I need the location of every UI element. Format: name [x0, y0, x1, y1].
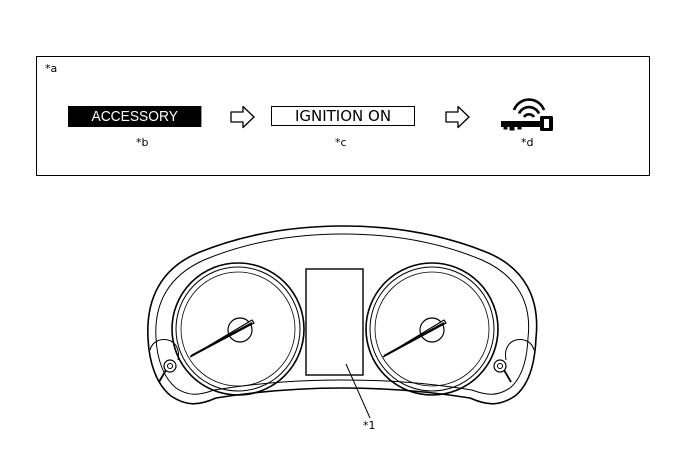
multi-information-display	[305, 268, 364, 376]
label-a: *a	[45, 62, 58, 75]
left-gauge	[171, 262, 305, 396]
label-d: *d	[521, 136, 534, 149]
sequence-frame	[36, 56, 650, 176]
arrow-right-outline-icon	[230, 105, 255, 129]
callout-label-1: *1	[363, 419, 376, 432]
left-knob	[149, 339, 179, 383]
label-b: *b	[136, 136, 149, 149]
right-knob	[493, 339, 535, 383]
instrument-cluster	[147, 225, 538, 419]
label-c: *c	[335, 136, 347, 149]
ignition-on-display: IGNITION ON	[271, 106, 415, 126]
arrow-right-outline-icon	[445, 105, 470, 129]
right-gauge	[365, 262, 499, 396]
smart-key-wireless-icon	[501, 98, 553, 131]
accessory-display: ACCESSORY	[68, 106, 202, 127]
callout-leader-1	[345, 363, 371, 419]
